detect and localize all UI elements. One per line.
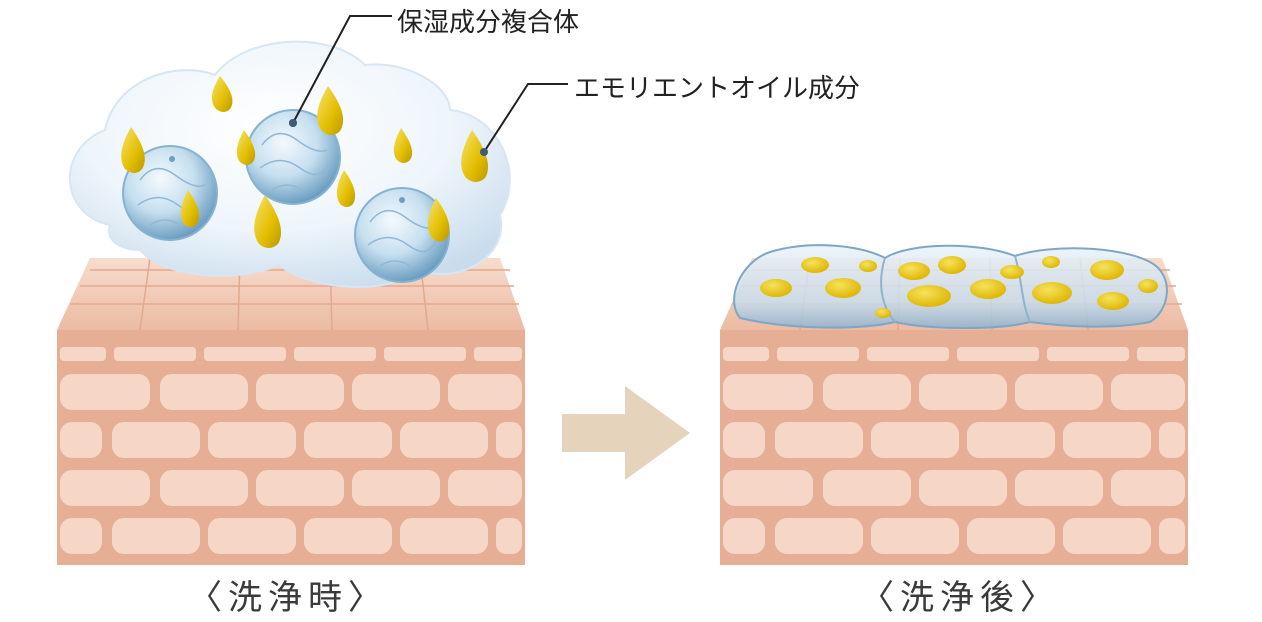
caption-after-cleansing: 〈洗浄後〉 (860, 578, 1060, 618)
oil-drop-icon (336, 170, 356, 207)
caption-during-cleansing: 〈洗浄時〉 (188, 578, 388, 618)
skin-bricks-before (60, 347, 522, 554)
oil-drop-icon (254, 195, 282, 248)
moisture-sphere-icon (245, 109, 341, 205)
right-arrow-icon (562, 386, 690, 480)
moisture-sphere-icon (354, 187, 450, 283)
leader-lines (289, 15, 568, 156)
oil-drop-icon (393, 128, 413, 163)
oil-drop-icon (180, 190, 200, 227)
oil-drop-icon (236, 130, 256, 165)
oil-drop-icon (427, 198, 450, 242)
oil-drop-icon (121, 127, 145, 173)
moisturizing-complex-label: 保湿成分複合体 (397, 8, 580, 38)
moisture-film (733, 244, 1168, 329)
oil-spots (760, 256, 1158, 318)
emollient-oil-label: エモリエントオイル成分 (574, 74, 861, 104)
oil-drop-icon (317, 86, 344, 135)
oil-drops (121, 76, 489, 248)
skin-block-before (57, 257, 525, 565)
oil-drop-icon (461, 130, 489, 182)
oil-drop-icon (211, 76, 233, 112)
skin-bricks-after (723, 347, 1185, 554)
moisture-spheres (122, 109, 450, 283)
